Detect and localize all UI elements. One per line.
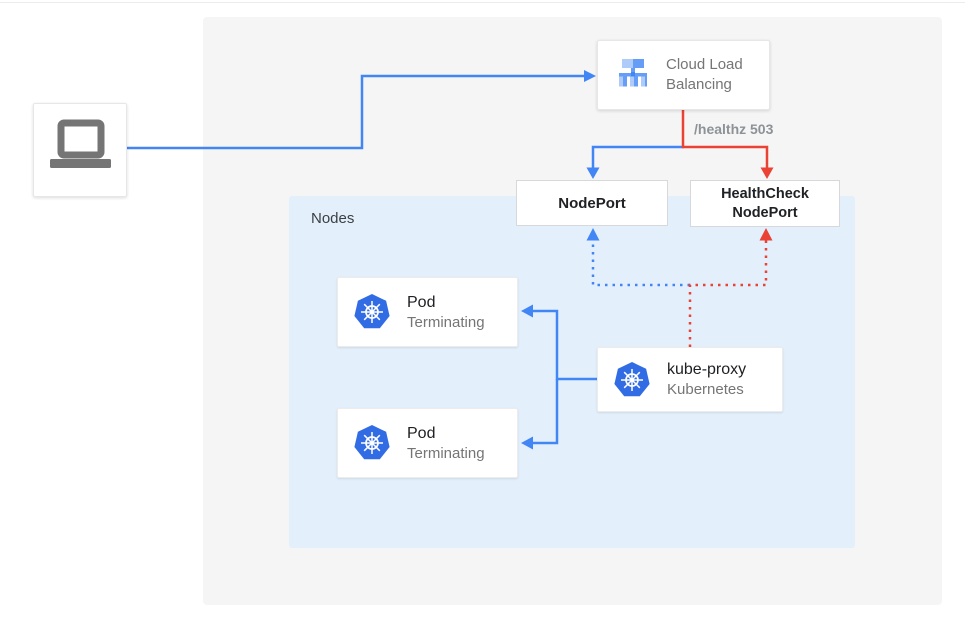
kubernetes-icon [353, 424, 391, 462]
pod-status: Terminating [407, 444, 485, 462]
pod-title: Pod [407, 424, 436, 442]
kube-proxy-subtitle: Kubernetes [667, 381, 744, 398]
cloud-load-balancing-card: Cloud Load Balancing [597, 40, 770, 110]
healthz-status-label: /healthz 503 [694, 121, 774, 137]
pod-status: Terminating [407, 313, 485, 331]
top-divider [0, 2, 965, 3]
kubernetes-icon [613, 361, 651, 399]
load-balancer-icon [611, 54, 653, 96]
nodeport-label: NodePort [558, 194, 626, 212]
healthcheck-nodeport-label: HealthCheck NodePort [721, 185, 809, 221]
nodeport-card: NodePort [516, 180, 668, 226]
kube-proxy-title: kube-proxy [667, 361, 747, 378]
pod-card-1: Pod Terminating [337, 277, 518, 347]
client-card [33, 103, 127, 197]
cloud-load-balancing-label: Cloud Load Balancing [666, 55, 743, 93]
laptop-icon [45, 119, 115, 181]
pod-card-2: Pod Terminating [337, 408, 518, 478]
healthcheck-nodeport-card: HealthCheck NodePort [690, 180, 840, 227]
nodes-group-label: Nodes [311, 210, 355, 227]
pod-title: Pod [407, 293, 436, 311]
kubernetes-icon [353, 293, 391, 331]
kube-proxy-card: kube-proxy Kubernetes [597, 347, 783, 412]
